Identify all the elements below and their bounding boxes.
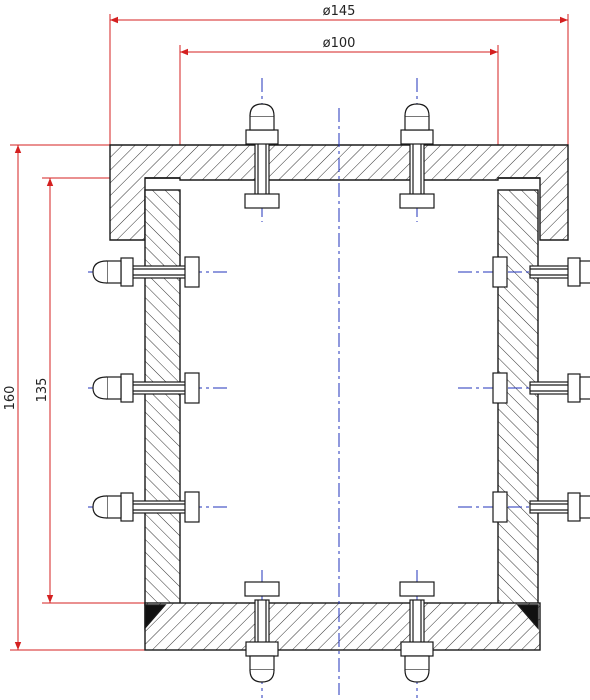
weld-left [144,604,167,630]
left-wall-bolt-2 [92,372,200,404]
weld-right [516,604,539,630]
bolt-group [92,103,590,683]
left-wall [144,189,181,606]
bottom-bolt-right [399,581,435,683]
inner-diameter-label: ø100 [323,36,356,51]
right-wall-bolt-1 [492,256,590,288]
right-wall-bolt-3 [492,491,590,523]
vessel-body [109,144,569,651]
left-wall-bolt-1 [92,256,200,288]
top-bolt-right [399,103,435,209]
left-wall-bolt-3 [92,491,200,523]
dimension-lines [10,14,569,651]
bottom-bolt-left [244,581,280,683]
inner-height-label: 135 [35,378,50,403]
outer-diameter-label: ø145 [323,4,356,19]
bottom-plate [144,602,541,651]
total-height-label: 160 [3,386,18,411]
top-bolt-left [244,103,280,209]
right-wall-bolt-2 [492,372,590,404]
